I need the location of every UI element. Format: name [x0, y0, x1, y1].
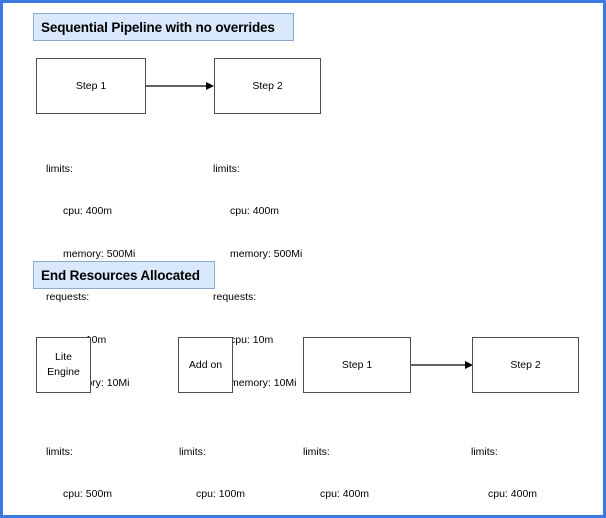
limits-cpu: cpu: 400m [230, 205, 280, 218]
node-label-line1: Lite [55, 351, 72, 363]
resources-step-2-top: limits: cpu: 400m memory: 500Mi requests… [213, 133, 302, 419]
arrow-step1-to-step2-top [146, 81, 214, 91]
node-label-line1: Step 1 [75, 79, 107, 92]
limits-label: limits: [46, 445, 73, 458]
limits-label: limits: [471, 445, 498, 458]
requests-label: requests: [213, 291, 257, 304]
node-label-line1: Step 2 [510, 358, 541, 371]
section-header-label: Sequential Pipeline with no overrides [41, 19, 275, 35]
limits-cpu: cpu: 400m [488, 488, 538, 501]
limits-label: limits: [213, 162, 240, 175]
limits-cpu: cpu: 100m [196, 488, 246, 501]
node-lite-engine[interactable]: Lite Engine [36, 337, 91, 393]
limits-memory: memory: 500Mi [230, 248, 303, 261]
node-step-2-top[interactable]: Step 2 [214, 58, 321, 114]
limits-cpu: cpu: 500m [63, 488, 113, 501]
resources-step-1-bottom: limits: cpu: 400m memory: 500Mi requests… [303, 416, 392, 515]
limits-cpu: cpu: 400m [63, 205, 113, 218]
section-header-end-resources-allocated: End Resources Allocated [33, 261, 215, 289]
section-header-sequential-pipeline: Sequential Pipeline with no overrides [33, 13, 294, 41]
node-label-line2: Engine [47, 366, 80, 378]
limits-label: limits: [179, 445, 206, 458]
node-add-on[interactable]: Add on [178, 337, 233, 393]
arrow-step1-to-step2-bottom [411, 360, 473, 370]
resources-step-2-bottom: limits: cpu: 400m memory: 500Mi requests… [471, 416, 560, 515]
requests-memory: memory: 10Mi [230, 377, 297, 390]
limits-cpu: cpu: 400m [320, 488, 370, 501]
requests-label: requests: [46, 291, 90, 304]
resources-add-on: limits: cpu: 100m memory: 100Mi requests… [179, 416, 268, 515]
node-label-line1: Step 1 [341, 358, 373, 371]
limits-memory: memory: 500Mi [63, 248, 136, 261]
limits-label: limits: [303, 445, 330, 458]
node-step-2-bottom[interactable]: Step 2 [472, 337, 579, 393]
section-header-label: End Resources Allocated [41, 267, 200, 283]
node-label-line1: Add on [188, 358, 223, 371]
requests-cpu: cpu: 10m [230, 334, 274, 347]
node-label-line1: Step 2 [252, 79, 283, 92]
resources-lite-engine: limits: cpu: 500m memory: 600Mi requests… [46, 416, 135, 515]
limits-label: limits: [46, 162, 73, 175]
node-step-1-top[interactable]: Step 1 [36, 58, 146, 114]
node-step-1-bottom[interactable]: Step 1 [303, 337, 411, 393]
